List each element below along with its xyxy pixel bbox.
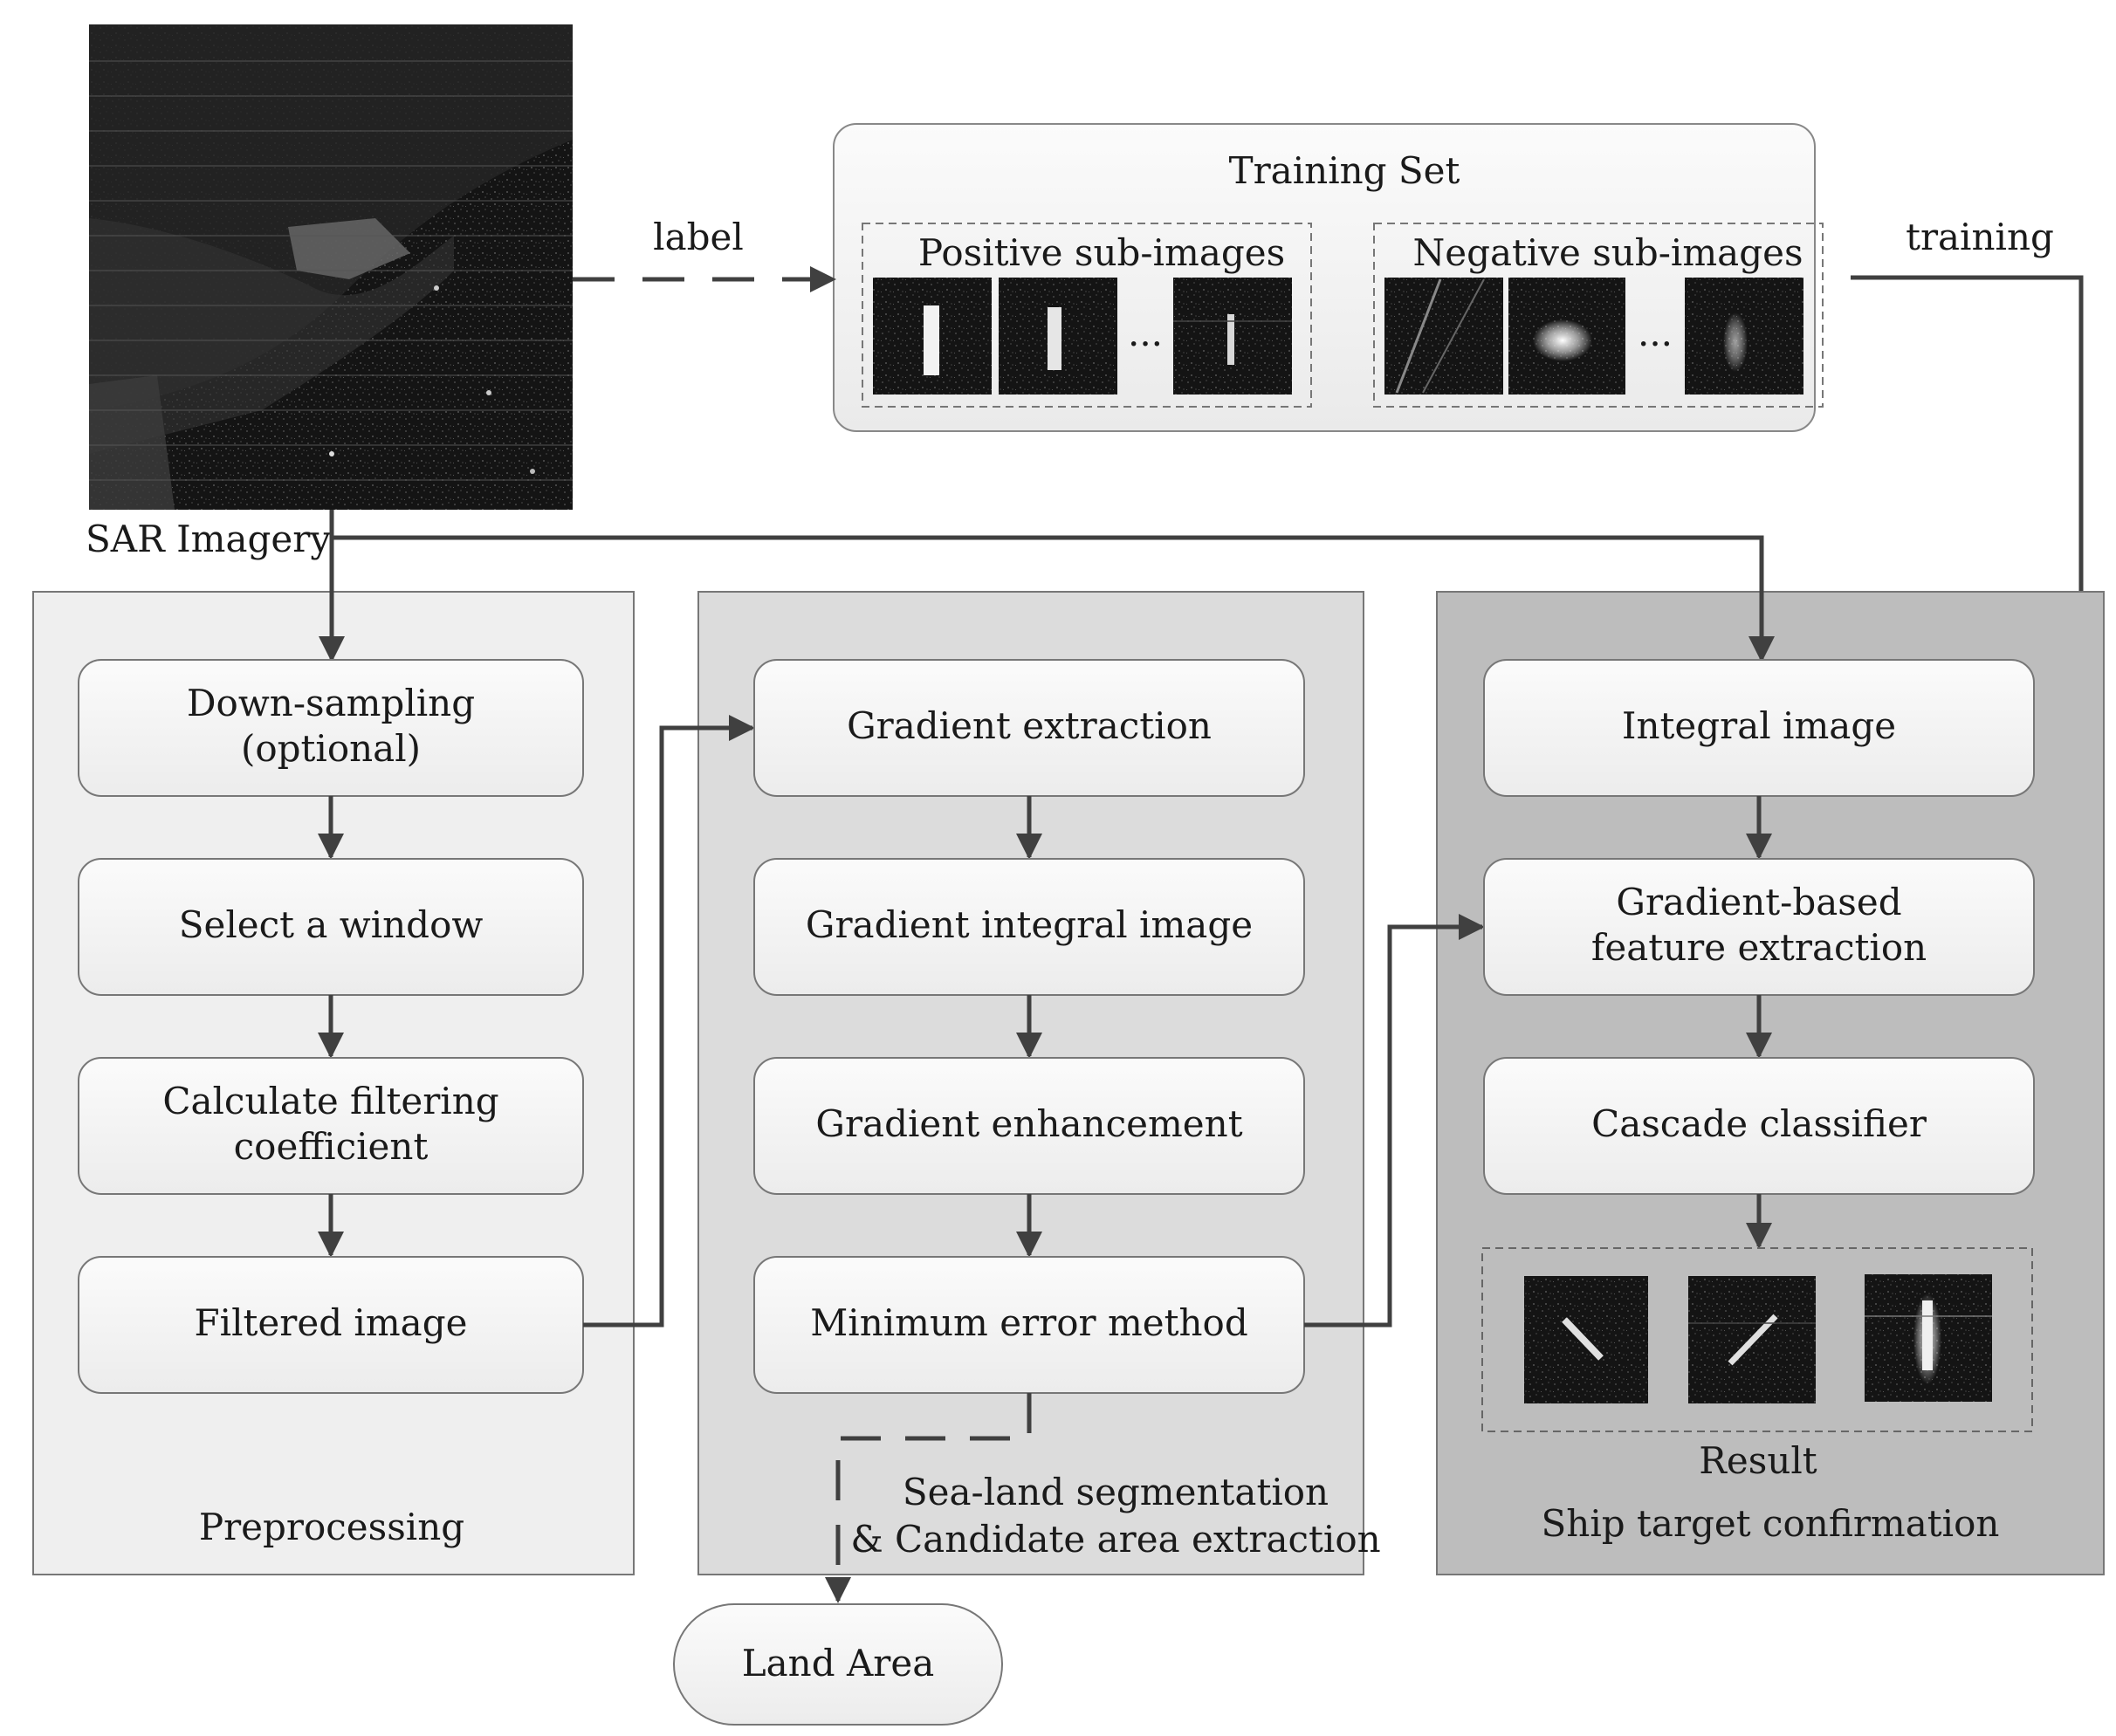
negative-ellipsis: ... xyxy=(1638,312,1673,354)
step-line: Down-sampling xyxy=(187,682,475,724)
sar-to-confirmation-arrow xyxy=(332,535,1775,662)
result-group xyxy=(1481,1247,2033,1432)
positive-subimages-group xyxy=(862,223,1312,408)
step-line: Gradient enhancement xyxy=(815,1102,1242,1145)
step-line: Select a window xyxy=(179,903,484,946)
label-edge-text: label xyxy=(653,216,744,258)
step-line: Gradient extraction xyxy=(847,704,1212,747)
step-line: Cascade classifier xyxy=(1591,1102,1927,1145)
confirmation-step-cascade-classifier: Cascade classifier xyxy=(1483,1057,2035,1195)
segmentation-step-gradient-enhancement: Gradient enhancement xyxy=(753,1057,1305,1195)
sar-imagery-label: SAR Imagery xyxy=(86,518,331,560)
training-edge-text: training xyxy=(1906,216,2054,258)
preprocessing-step-downsampling: Down-sampling (optional) xyxy=(78,659,584,797)
preprocessing-step-select-window: Select a window xyxy=(78,858,584,996)
step-line: Gradient-based xyxy=(1616,881,1901,923)
to-land-area-arrow xyxy=(825,1393,1032,1603)
positive-thumbnails xyxy=(873,278,1292,395)
preprocessing-title: Preprocessing xyxy=(199,1506,464,1548)
negative-thumbnails xyxy=(1384,278,1803,395)
result-thumbnails xyxy=(1524,1274,1992,1403)
confirmation-step-feature-extraction: Gradient-based feature extraction xyxy=(1483,858,2035,996)
step-line: Calculate filtering xyxy=(162,1080,498,1122)
negative-subimages-label: Negative sub-images xyxy=(1412,231,1803,274)
land-area-node: Land Area xyxy=(673,1603,1003,1726)
step-line: Minimum error method xyxy=(810,1301,1247,1344)
preprocessing-step-filtered-image: Filtered image xyxy=(78,1256,584,1394)
segmentation-step-minimum-error: Minimum error method xyxy=(753,1256,1305,1394)
step-line: Filtered image xyxy=(195,1301,468,1344)
land-area-label: Land Area xyxy=(742,1642,935,1685)
preprocessing-step-filter-coefficient: Calculate filtering coefficient xyxy=(78,1057,584,1195)
step-line: (optional) xyxy=(241,727,421,770)
step-line: coefficient xyxy=(234,1125,429,1168)
step-line: Integral image xyxy=(1622,704,1896,747)
segmentation-title-line-1: Sea-land segmentation xyxy=(903,1471,1329,1513)
result-label: Result xyxy=(1699,1439,1817,1482)
positive-ellipsis: ... xyxy=(1128,312,1163,354)
segmentation-step-gradient-integral: Gradient integral image xyxy=(753,858,1305,996)
confirmation-step-integral-image: Integral image xyxy=(1483,659,2035,797)
step-line: feature extraction xyxy=(1591,926,1927,969)
segmentation-title-line-2: & Candidate area extraction xyxy=(850,1518,1380,1561)
minimum-error-to-feature-arrow xyxy=(1304,914,1485,1328)
confirmation-title: Ship target confirmation xyxy=(1542,1502,2000,1545)
sar-image xyxy=(89,24,573,510)
segmentation-step-gradient-extraction: Gradient extraction xyxy=(753,659,1305,797)
positive-subimages-label: Positive sub-images xyxy=(918,231,1285,274)
step-line: Gradient integral image xyxy=(806,903,1253,946)
filtered-to-gradient-arrow xyxy=(583,715,755,1328)
training-set-title: Training Set xyxy=(1229,149,1460,192)
negative-subimages-group xyxy=(1373,223,1824,408)
